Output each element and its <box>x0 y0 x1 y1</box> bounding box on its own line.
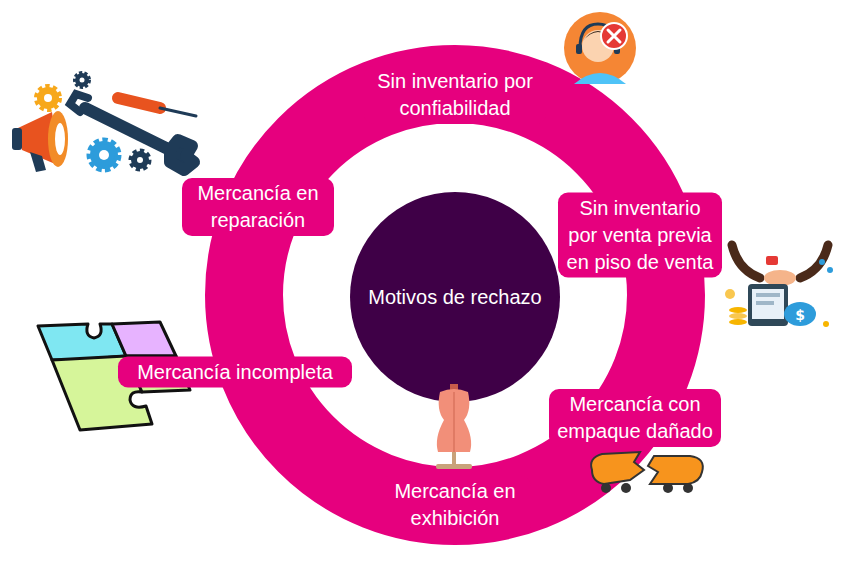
svg-text:$: $ <box>795 307 805 323</box>
mannequin-icon <box>436 384 472 469</box>
skateboard-icon <box>591 452 703 493</box>
circle-fill <box>350 192 560 402</box>
tools-icon <box>12 73 196 172</box>
ring-label: Mercancía con empaque dañado <box>549 389 721 447</box>
ring-label: Sin inventario por confiabilidad <box>364 66 546 124</box>
operator-icon <box>564 12 636 84</box>
ring-label: Mercancía en reparación <box>182 178 334 236</box>
circle-label: Motivos de rechazo <box>368 284 541 310</box>
ring-label: Mercancía incompleta <box>118 357 352 388</box>
ring-label: Sin inventario por venta previa en piso … <box>558 193 722 278</box>
puzzle-icon <box>38 322 190 430</box>
sale-icon: $ <box>725 245 833 327</box>
ring-label: Mercancía en exhibición <box>379 476 531 534</box>
center-circle: Motivos de rechazo <box>350 192 560 402</box>
